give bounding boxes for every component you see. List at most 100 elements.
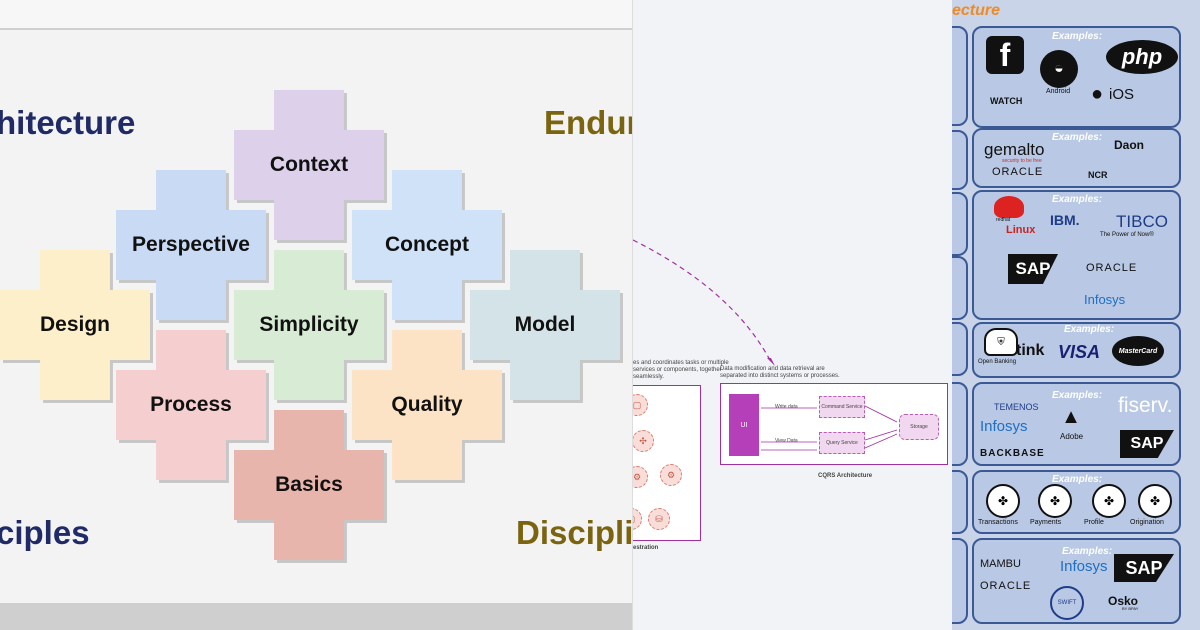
visa-logo: VISA (1058, 342, 1101, 362)
examples-box-banking: Examples: MAMBU Infosys SAP ORACLE SWIFT… (972, 538, 1181, 624)
row-label-box (952, 256, 968, 320)
examples-label: Examples: (1052, 194, 1103, 205)
daon-logo: Daon (1114, 138, 1144, 152)
adobe-label: Adobe (1060, 432, 1084, 441)
linux-logo: Linux (1006, 224, 1036, 236)
ncr-logo: NCR (1088, 170, 1108, 180)
apple-icon: ● (1090, 82, 1104, 105)
swift-logo: SWIFT (1050, 586, 1084, 620)
orchestration-description: es and coordinates tasks or multiple ser… (633, 360, 729, 380)
principle-label: Design (39, 313, 110, 336)
principle-label: Simplicity (259, 313, 359, 336)
service-profile-icon: ✤ (1092, 484, 1126, 518)
examples-box-services: Examples: ✤Transactions✤Payments✤Profile… (972, 470, 1181, 534)
row-label-box (952, 382, 968, 466)
service-transactions-icon: ✤ (986, 484, 1020, 518)
examples-box-core: Examples: TEMENOS Infosys ▲ Adobe fiserv… (972, 382, 1181, 466)
view-data-label: View Data (775, 438, 798, 444)
technology-examples-panel: ecture Examples: f php ◒ WATCH Android i… (952, 0, 1200, 630)
corner-text-top-left: hitecture (0, 104, 136, 141)
oracle-logo: ORACLE (1086, 262, 1138, 274)
examples-label: Examples: (1052, 390, 1103, 401)
connector-lines (633, 239, 775, 366)
query-service: Query Service (819, 432, 865, 454)
corner-text-top-right: Endur (544, 104, 632, 141)
service-payments-icon: ✤ (1038, 484, 1072, 518)
php-logo: php (1106, 40, 1178, 74)
service-profile-label: Profile (1084, 519, 1104, 526)
examples-box-integration: Examples: redhat Linux IBM. TIBCO The Po… (972, 190, 1181, 320)
sap-logo: SAP (1008, 254, 1058, 284)
row-label-box (952, 26, 968, 126)
tink-logo: tink (1016, 342, 1045, 359)
principle-label: Concept (385, 233, 469, 256)
service-origination-label: Origination (1130, 519, 1164, 526)
principle-label: Process (150, 393, 232, 416)
command-service: Command Service (819, 396, 865, 418)
corner-text-bottom-left: ciples (0, 514, 90, 551)
cqrs-arrows (761, 405, 898, 451)
gear-icon: ⚙ (633, 466, 648, 488)
cqrs-caption: CQRS Architecture (818, 473, 873, 479)
infosys-logo: Infosys (1060, 558, 1108, 575)
slide-top-bar (0, 0, 632, 30)
ui-block: UI (729, 394, 759, 456)
examples-box-payments: Examples: ⛨ Open Banking tink VISA Maste… (972, 322, 1181, 378)
gear-icon: ⚙ (660, 464, 682, 486)
row-label-box (952, 192, 968, 256)
principle-label: Quality (391, 393, 463, 416)
fiserv-logo: fiserv. (1118, 394, 1173, 417)
principle-label: Model (514, 313, 576, 336)
backbase-logo: BACKBASE (980, 448, 1045, 459)
facebook-logo: f (986, 36, 1024, 74)
infosys-logo: Infosys (980, 418, 1028, 435)
tibco-tagline: The Power of Now® (1100, 232, 1154, 238)
examples-box-security: Examples: gemalto security to be free Da… (972, 128, 1181, 188)
oracle-logo: ORACLE (980, 580, 1032, 592)
sap-logo: SAP (1120, 430, 1174, 458)
infosys-logo: Infosys (1084, 292, 1126, 307)
osko-tagline: BY BPAY (1122, 606, 1139, 611)
tibco-logo: TIBCO (1116, 212, 1168, 231)
panel-title: ecture (952, 2, 1001, 19)
temenos-logo: TEMENOS (994, 402, 1039, 412)
row-label-box (952, 322, 968, 376)
osko-logo: Osko (1108, 594, 1139, 608)
gemalto-tagline: security to be free (1002, 158, 1042, 164)
principle-label: Perspective (132, 233, 250, 256)
examples-label: Examples: (1052, 132, 1103, 143)
service-origination-icon: ✤ (1138, 484, 1172, 518)
cqrs-description: Data modification and data retrieval are… (720, 366, 840, 379)
service-transactions-label: Transactions (978, 519, 1018, 526)
architecture-patterns-diagram: es and coordinates tasks or multiple ser… (632, 0, 953, 630)
examples-label: Examples: (1062, 546, 1113, 557)
orchestration-box: ▢ ✣ ⚙ ⚙ ▢ ⛁ (633, 385, 701, 541)
mambu-logo: MAMBU (980, 558, 1021, 570)
slide-bottom-bar (0, 603, 632, 630)
watch-logo: WATCH (990, 96, 1023, 106)
service-icon: ▢ (633, 394, 648, 416)
principle-label: Context (269, 153, 349, 176)
open-banking-icon: ⛨ (984, 328, 1018, 356)
service-payments-label: Payments (1030, 519, 1062, 526)
row-label-box (952, 130, 968, 190)
mastercard-logo: MasterCard (1112, 336, 1164, 366)
database-icon: ⛁ (648, 508, 670, 530)
ios-logo: iOS (1109, 86, 1135, 103)
orchestrator-icon: ✣ (633, 430, 654, 452)
android-icon: ◒ (1040, 50, 1078, 88)
examples-label: Examples: (1052, 31, 1103, 42)
oracle-logo: ORACLE (992, 166, 1044, 178)
row-label-box (952, 538, 968, 624)
ibm-logo: IBM. (1050, 212, 1080, 228)
android-label: Android (1046, 88, 1071, 95)
gemalto-logo: gemalto (984, 140, 1045, 159)
adobe-icon: ▲ (1061, 405, 1081, 428)
principle-label: Basics (275, 473, 343, 496)
row-label-box (952, 470, 968, 534)
service-icon: ▢ (633, 508, 642, 530)
write-data-label: Write data (775, 404, 798, 410)
sap-logo: SAP (1114, 554, 1174, 582)
examples-box-channels: Examples: f php ◒ WATCH Android iOS ● (972, 26, 1181, 128)
